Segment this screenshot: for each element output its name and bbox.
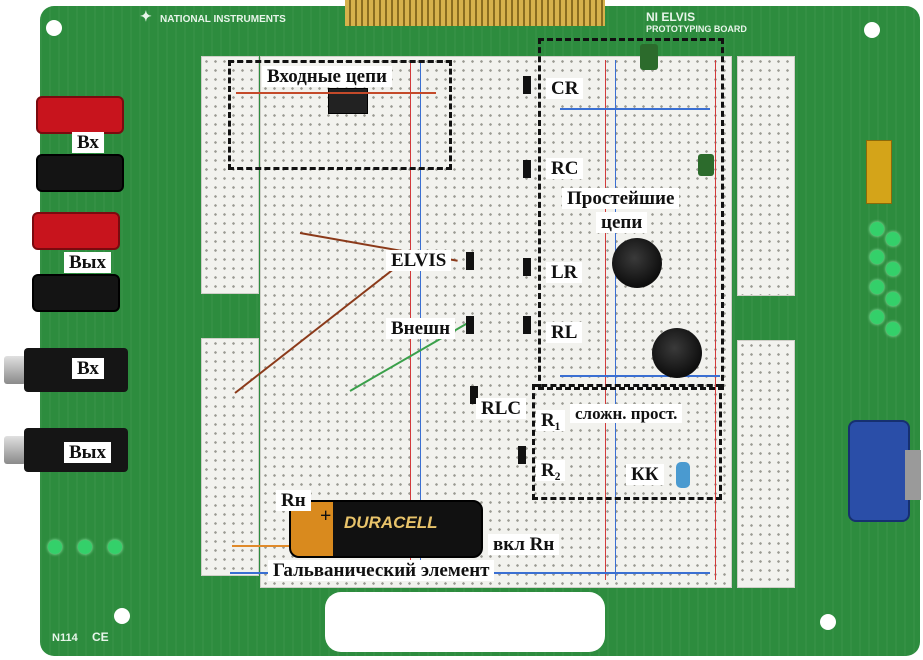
dsub-connector (848, 420, 910, 522)
label-rl: RL (546, 322, 583, 343)
label-r2: R₂ (536, 460, 566, 481)
banana-terminal-black (32, 274, 120, 312)
simple-circuits-region (538, 38, 724, 390)
jumper (523, 258, 531, 276)
jumper (523, 76, 531, 94)
capacitor (698, 154, 714, 176)
label-complex-simple: сложн. прост. (570, 404, 683, 423)
breadboard-right-top (737, 56, 795, 296)
breadboard-right-bottom (737, 340, 795, 588)
jumper (523, 316, 531, 334)
label-banana-out: Вых (64, 252, 112, 273)
input-circuits-region (228, 60, 452, 170)
wire (560, 375, 720, 377)
logo-code: N114 (52, 632, 78, 644)
power-rail (715, 60, 716, 580)
wire (232, 545, 332, 547)
ground-rail (615, 60, 616, 580)
led (886, 262, 900, 276)
led (870, 250, 884, 264)
ni-eagle-icon: ✦ (140, 8, 152, 24)
inductor-coil (612, 238, 662, 288)
breadboard-left-bottom (201, 338, 259, 576)
battery-plus: + (320, 505, 332, 527)
label-galvanic-cell: Гальванический элемент (268, 560, 495, 581)
mounting-hole (46, 20, 62, 36)
battery (289, 500, 483, 558)
label-kk: КК (626, 464, 664, 485)
mounting-hole (864, 22, 880, 38)
complex-circuits-region (532, 384, 722, 500)
capacitor (640, 44, 658, 70)
label-r1: R₁ (536, 410, 566, 431)
jumper (523, 160, 531, 178)
inductor-coil (652, 328, 702, 378)
label-rlc: RLC (476, 398, 527, 419)
mounting-hole (114, 608, 130, 624)
board-subtitle: PROTOTYPING BOARD (646, 24, 747, 34)
edge-connector (345, 0, 605, 26)
led (886, 292, 900, 306)
label-simplest-line1: Простейшие (562, 188, 680, 209)
label-external: Внешн (386, 318, 456, 339)
jumper (470, 386, 478, 404)
wire (236, 92, 436, 94)
led (870, 222, 884, 236)
bnc-barrel (4, 356, 26, 384)
label-bnc-in: Вх (72, 358, 104, 379)
label-cr: CR (546, 78, 584, 99)
label-bnc-out: Вых (64, 442, 112, 463)
power-rail (605, 60, 606, 580)
wire (560, 108, 710, 110)
label-rc: RC (546, 158, 584, 179)
board-cutout (325, 592, 605, 652)
label-lr: LR (546, 262, 583, 283)
jumper (518, 446, 526, 464)
led (78, 540, 92, 554)
led (870, 280, 884, 294)
mounting-hole (820, 614, 836, 630)
label-elvis: ELVIS (386, 250, 452, 271)
brand-text: NATIONAL INSTRUMENTS (160, 14, 286, 25)
jumper (466, 316, 474, 334)
jumper (466, 252, 474, 270)
label-switch-rn: вкл Rн (488, 534, 560, 555)
led (870, 310, 884, 324)
led (108, 540, 122, 554)
resistor-array (866, 140, 892, 204)
label-simplest-line2: цепи (596, 212, 648, 233)
resistor (676, 462, 690, 488)
bnc-barrel (4, 436, 26, 464)
led (886, 322, 900, 336)
banana-terminal-black (36, 154, 124, 192)
led (886, 232, 900, 246)
label-input-circuits: Входные цепи (262, 66, 393, 87)
label-rn: Rн (276, 490, 311, 511)
ce-mark-icon: CE (92, 630, 109, 644)
dsub-shell (905, 450, 921, 500)
banana-terminal-red (36, 96, 124, 134)
label-banana-in: Вх (72, 132, 104, 153)
battery-brand: DURACELL (344, 513, 438, 532)
board-title: NI ELVIS (646, 10, 696, 24)
led (48, 540, 62, 554)
banana-terminal-red (32, 212, 120, 250)
